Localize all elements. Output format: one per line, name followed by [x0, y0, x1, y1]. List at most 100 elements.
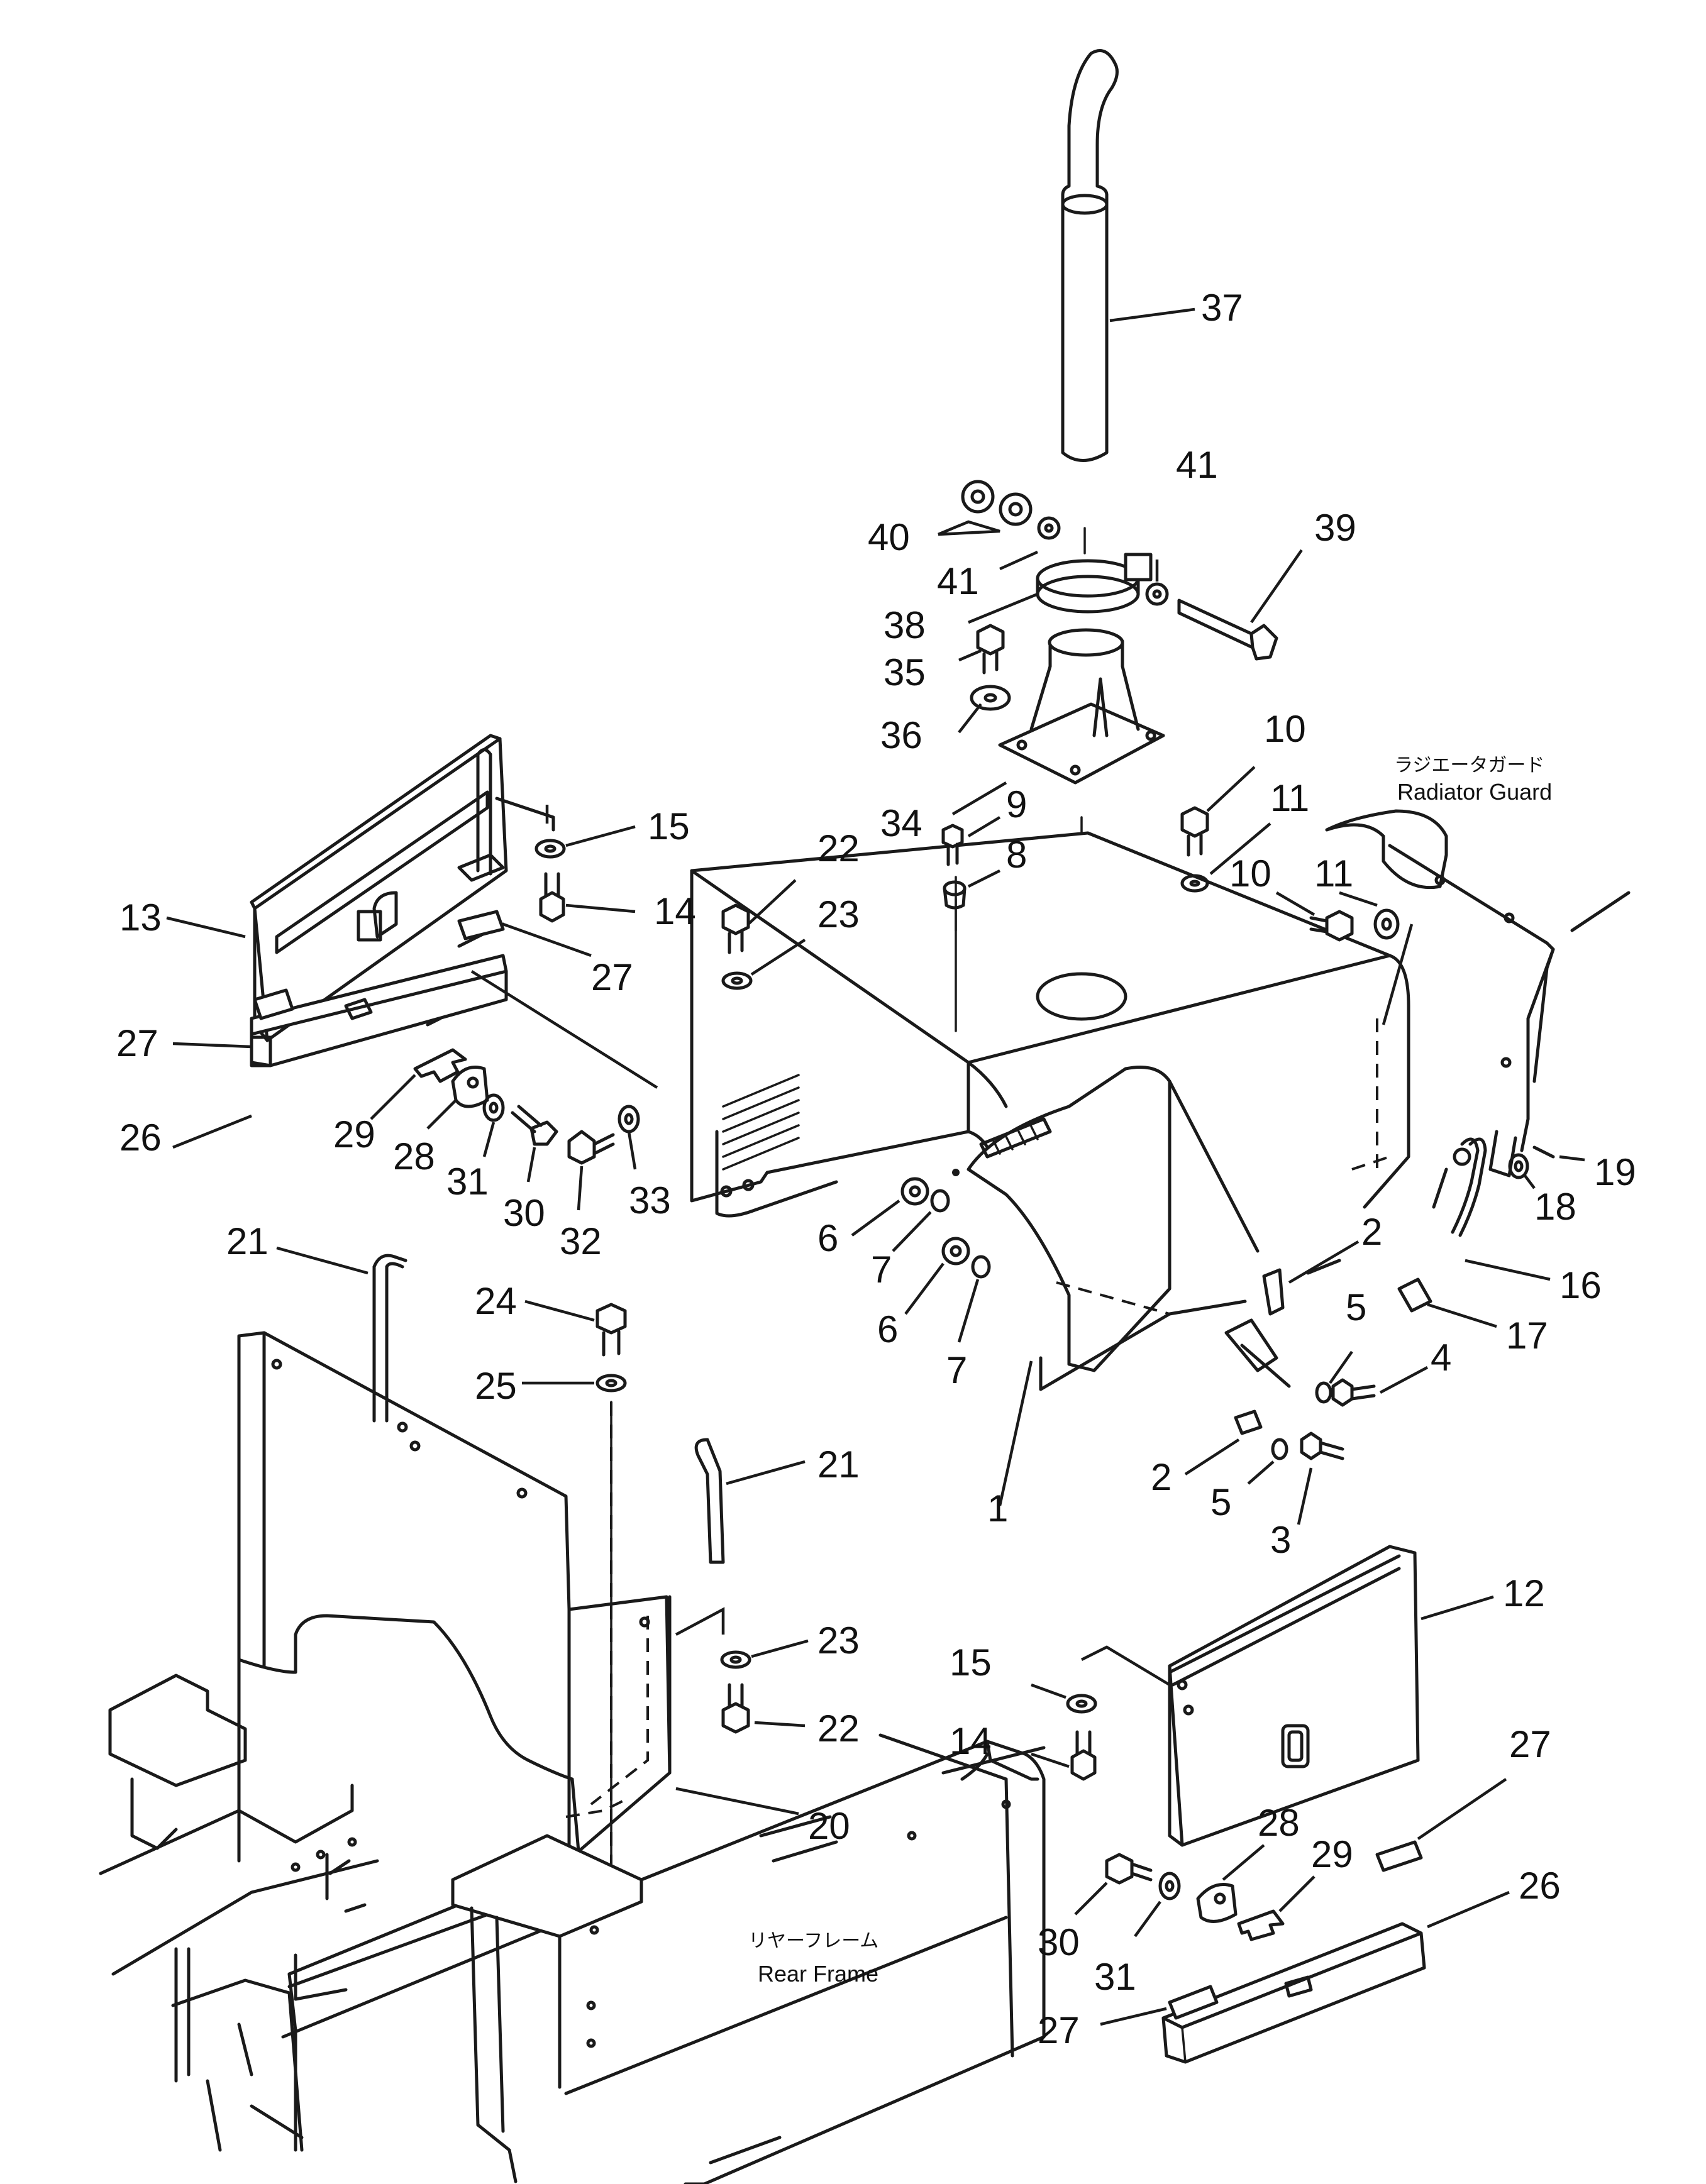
callout-31: 31	[1094, 1956, 1136, 1998]
washer-part-23-top	[721, 971, 753, 990]
callout-7: 7	[946, 1349, 967, 1391]
nut-part-6	[900, 1177, 970, 1266]
callout-27: 27	[1509, 1723, 1551, 1765]
callout-14: 14	[950, 1720, 992, 1762]
radiator-guard-label-jp: ラジエータガード	[1394, 754, 1544, 776]
callout-14: 14	[654, 890, 696, 932]
callout-8: 8	[1006, 834, 1027, 876]
callout-19: 19	[1594, 1151, 1636, 1193]
sleeve-part-17	[1397, 1277, 1432, 1313]
callout-13: 13	[119, 896, 162, 939]
muffler-clamp-part	[1036, 553, 1153, 614]
engine-hood-part	[690, 831, 1410, 1391]
callout-28: 28	[1258, 1802, 1300, 1844]
callout-5: 5	[1210, 1481, 1231, 1523]
callout-30: 30	[503, 1192, 545, 1234]
callout-2: 2	[1151, 1456, 1171, 1498]
bolt-part-30-left	[511, 1105, 558, 1146]
callout-6: 6	[877, 1308, 898, 1350]
rod-part-16	[1432, 1137, 1487, 1237]
callout-31: 31	[446, 1161, 489, 1203]
latch-part-2	[1224, 1259, 1341, 1435]
callout-4: 4	[1431, 1337, 1451, 1379]
callout-25: 25	[475, 1365, 517, 1407]
callout-20: 20	[808, 1805, 850, 1847]
callout-32: 32	[560, 1220, 602, 1262]
washer-part-23-lower	[720, 1650, 751, 1669]
callout-11: 11	[1270, 777, 1309, 819]
callout-7: 7	[871, 1249, 892, 1291]
callout-24: 24	[475, 1280, 517, 1322]
washer-part-15-right	[1066, 1694, 1097, 1714]
bolt-part-39	[1145, 582, 1278, 661]
callout-35: 35	[883, 651, 926, 693]
callout-16: 16	[1559, 1264, 1602, 1306]
callout-33: 33	[629, 1179, 671, 1222]
callout-6: 6	[817, 1217, 838, 1259]
callout-41: 41	[937, 560, 979, 602]
callout-5: 5	[1346, 1286, 1366, 1328]
callout-10: 10	[1264, 708, 1306, 750]
side-panel-part-20	[237, 1331, 672, 1853]
plate-part-29-left	[413, 1048, 467, 1083]
washer-part-33	[618, 1105, 640, 1133]
callout-27: 27	[591, 956, 633, 998]
bolt-part-24	[595, 1303, 627, 1357]
callout-21: 21	[226, 1220, 269, 1262]
callout-38: 38	[883, 604, 926, 646]
bolt-part-22-lower	[721, 1683, 750, 1734]
callout-15: 15	[950, 1641, 992, 1684]
callout-41: 41	[1176, 444, 1218, 486]
bottom-rail-part-26-left	[250, 954, 508, 1067]
callout-30: 30	[1038, 1921, 1080, 1963]
callout-36: 36	[880, 714, 922, 756]
washer-part-36	[970, 685, 1011, 711]
bottom-rail-part-26-right	[1161, 1922, 1426, 2064]
rod-part-21-lower	[694, 1438, 725, 1564]
bolt-part-14-right	[1070, 1730, 1097, 1781]
pin-part-19	[1532, 1145, 1555, 1159]
vent-slots	[722, 1074, 800, 1171]
callout-27: 27	[1038, 2009, 1080, 2051]
callout-3: 3	[1270, 1519, 1291, 1561]
side-door-part-12	[1168, 1545, 1420, 1847]
bolt-part-30-right	[1105, 1853, 1153, 1885]
bolt-part-4	[1331, 1378, 1376, 1407]
plate-part-28-left	[451, 1066, 489, 1108]
bolt-part-9	[941, 824, 964, 866]
washer-part-25	[595, 1374, 627, 1393]
callout-2: 2	[1361, 1211, 1382, 1253]
bolt-part-22-top	[721, 903, 750, 954]
plate-part-29-right	[1237, 1909, 1285, 1941]
callout-1: 1	[987, 1487, 1008, 1530]
washer-part-31-left	[482, 1093, 505, 1122]
bolt-part-10	[1180, 806, 1354, 942]
washer-part-7	[930, 1189, 991, 1279]
plate-part-28-right	[1196, 1883, 1238, 1923]
callout-29: 29	[333, 1113, 375, 1155]
callout-26: 26	[1519, 1865, 1561, 1907]
washer-part-11	[1180, 874, 1400, 940]
washer-part-18	[1508, 1153, 1529, 1179]
callout-26: 26	[119, 1117, 162, 1159]
callout-34: 34	[880, 802, 922, 844]
bolt-part-14-left	[539, 872, 565, 923]
callout-29: 29	[1311, 1833, 1353, 1875]
callout-18: 18	[1534, 1186, 1576, 1228]
sleeve-part-27-left	[253, 910, 505, 1020]
bolt-part-3	[1300, 1431, 1344, 1460]
callout-39: 39	[1314, 507, 1356, 549]
rear-frame-label-en: Rear Frame	[758, 1961, 878, 1987]
callout-12: 12	[1503, 1572, 1545, 1614]
rod-part-21-upper	[372, 1254, 407, 1423]
callout-17: 17	[1506, 1315, 1548, 1357]
exhaust-adapter-part	[998, 628, 1165, 785]
callout-23: 23	[817, 893, 860, 935]
callout-23: 23	[817, 1619, 860, 1662]
radiator-guard-bracket	[1325, 809, 1631, 1177]
callout-27: 27	[116, 1022, 158, 1064]
callout-10: 10	[1229, 852, 1271, 895]
rear-frame-part	[99, 1658, 1046, 2184]
callout-37: 37	[1201, 287, 1243, 329]
